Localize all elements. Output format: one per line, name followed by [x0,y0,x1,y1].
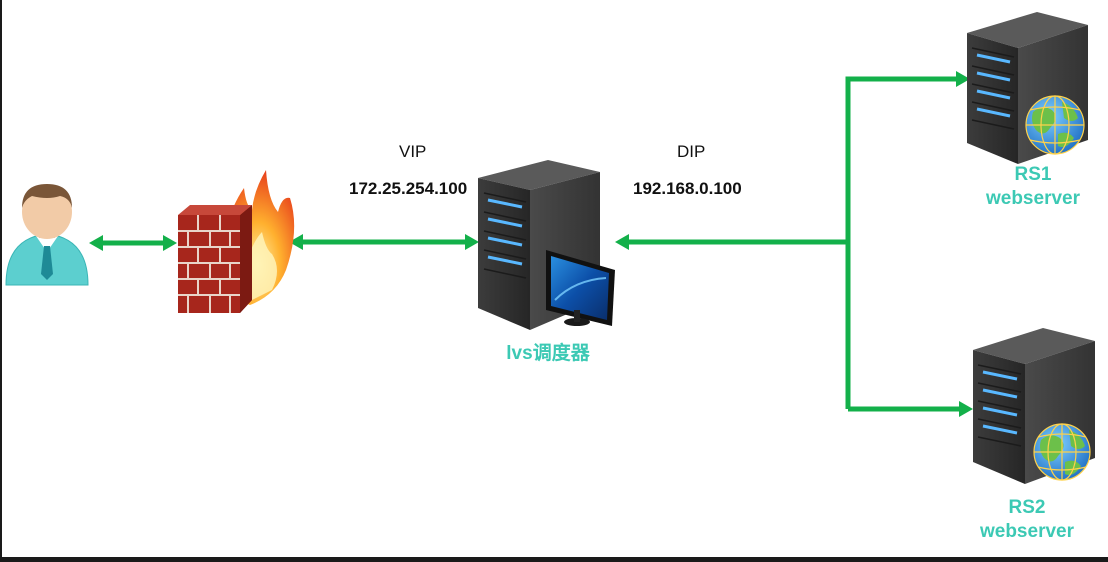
rs1-role: webserver [985,188,1080,209]
dip-address: 192.168.0.100 [633,179,742,198]
vip-title: VIP [399,142,427,161]
globe-icon [1025,95,1085,155]
connection-arrows [89,71,973,417]
rs2-name: RS2 [1008,497,1046,518]
vip-address: 172.25.254.100 [349,179,468,198]
arrow-firewall-lvs [289,234,479,250]
rs2-role: webserver [979,521,1074,542]
arrow-user-firewall [89,235,177,251]
frame-left-border [0,0,2,562]
rs1-name: RS1 [1014,164,1052,185]
arrow-lvs-realservers [626,76,962,412]
rs2-label: RS2 webserver [967,496,1087,544]
globe-icon [1033,423,1091,481]
arrowhead-to-rs2 [959,401,973,417]
rs1-label: RS1 webserver [973,163,1093,211]
arrowhead-to-lvs [615,234,629,250]
arrowhead-to-rs1 [956,71,970,87]
firewall-icon [178,170,295,313]
frame-bottom-border [0,557,1108,562]
dip-title: DIP [677,142,706,161]
lvs-label: lvs调度器 [506,343,590,364]
user-icon [5,184,89,286]
rs1-server-icon [967,12,1088,164]
monitor-icon [546,250,615,326]
